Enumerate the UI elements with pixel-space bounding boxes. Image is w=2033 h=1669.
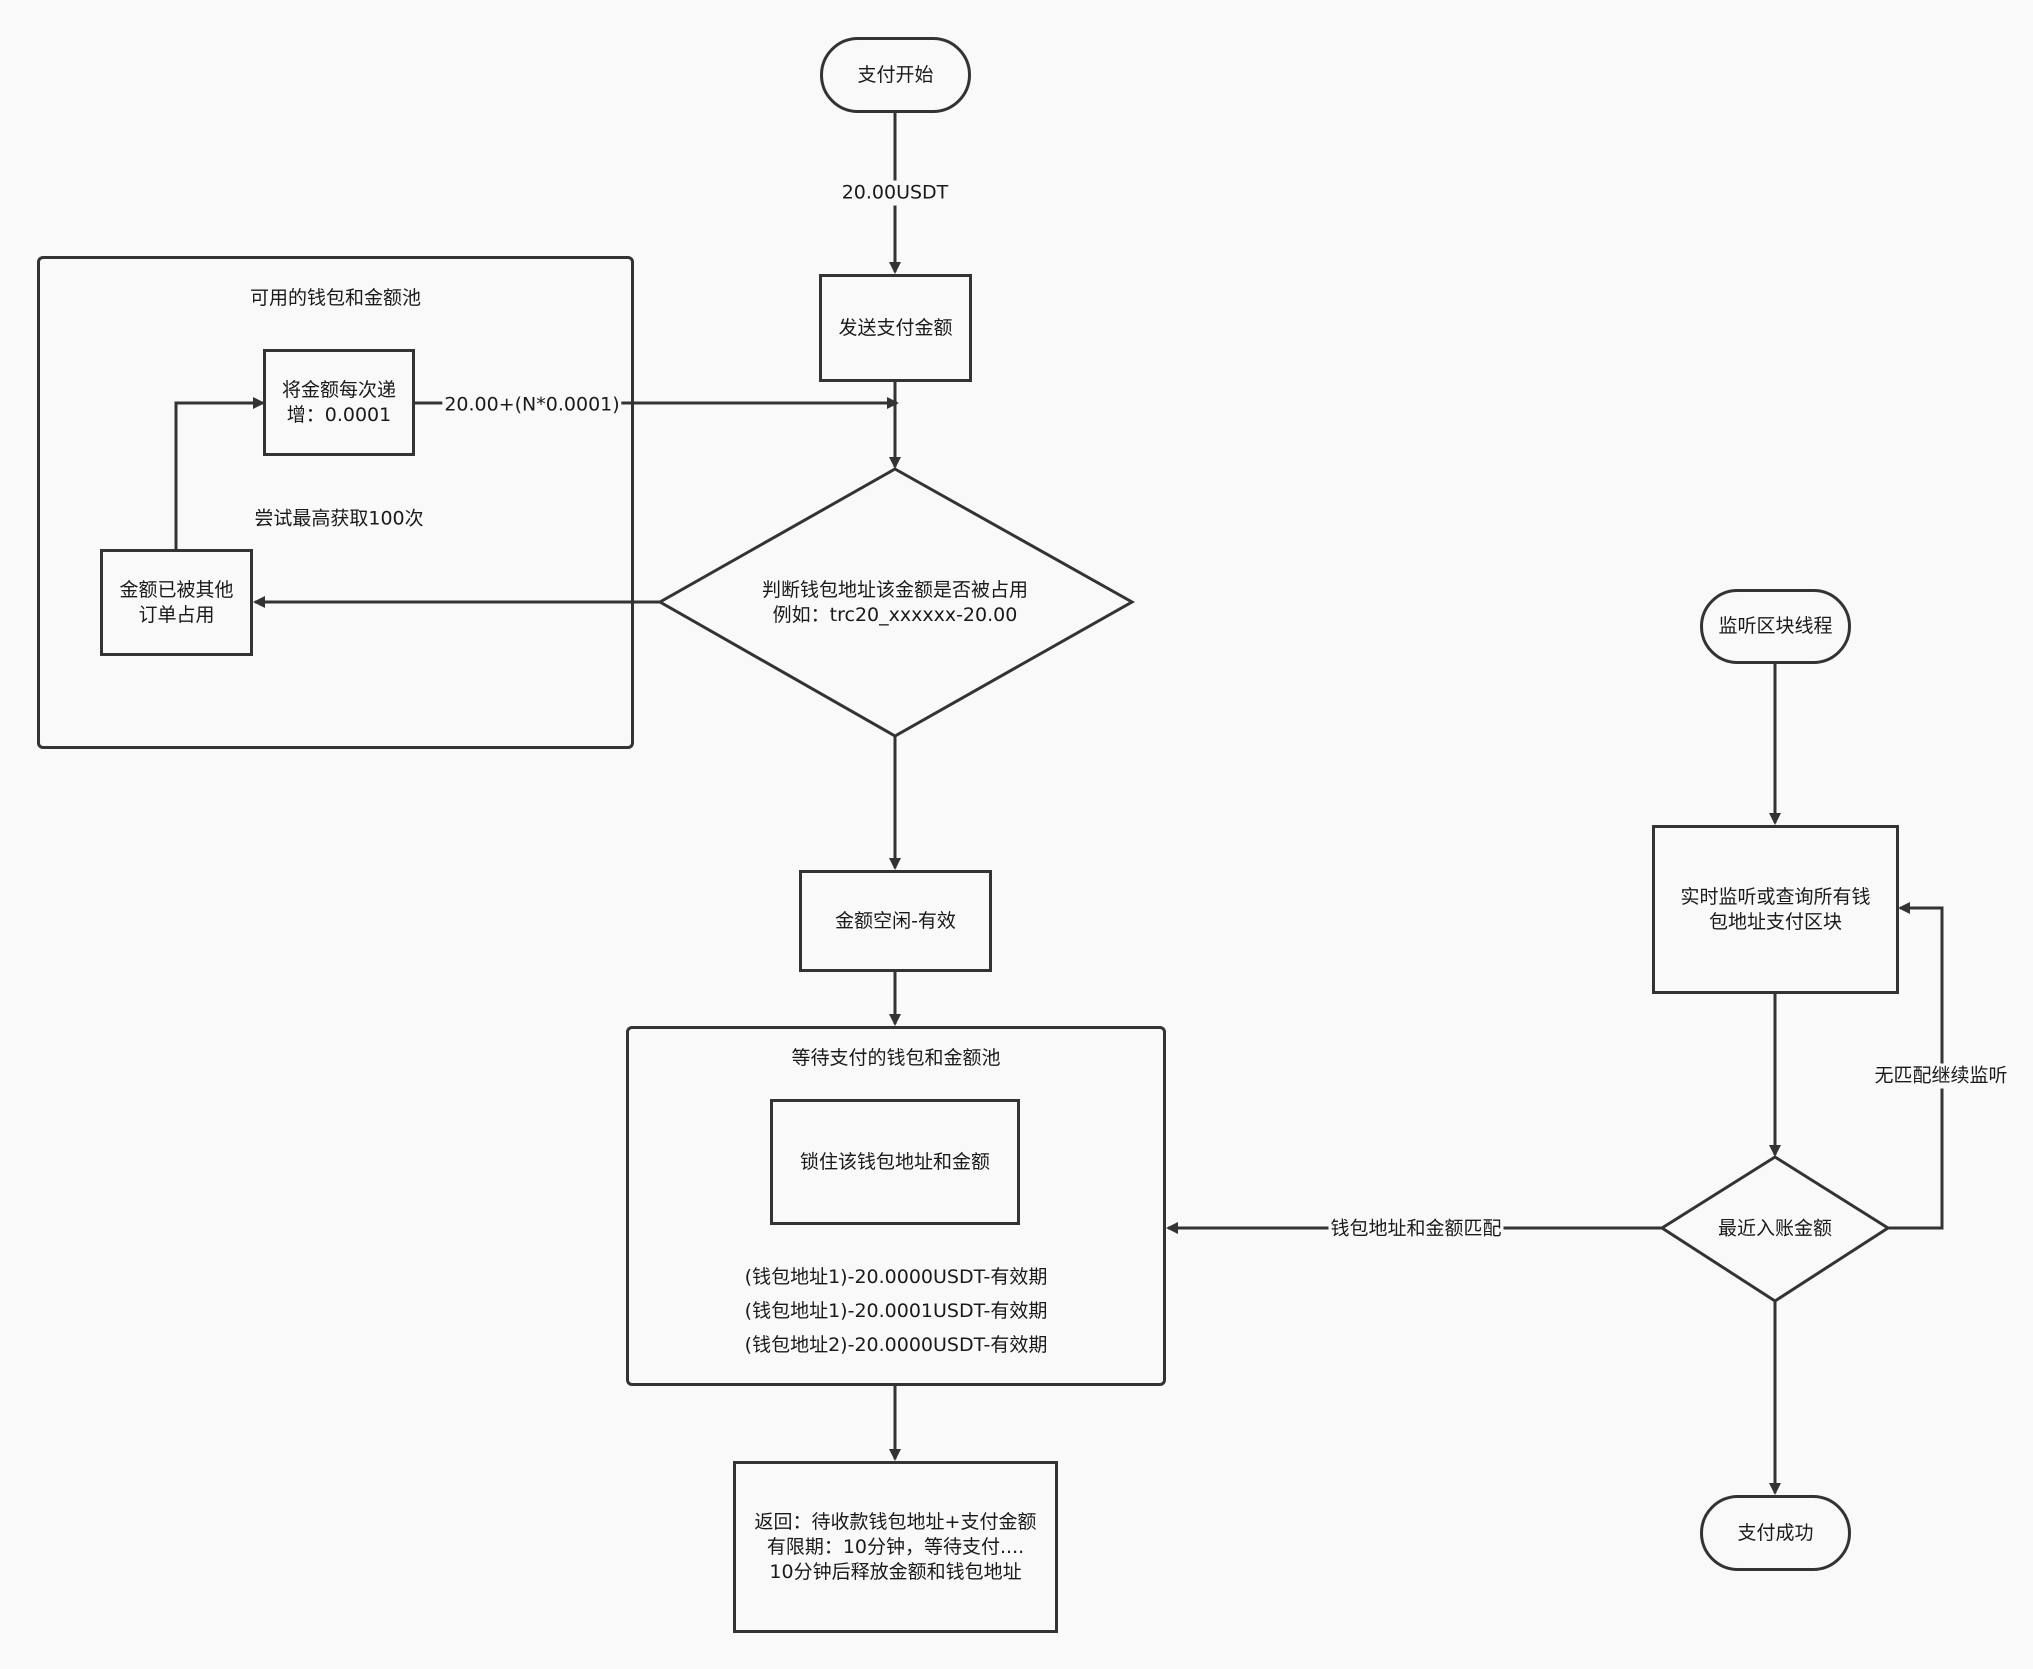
edge-label-match: 钱包地址和金额匹配 (1328, 1216, 1504, 1242)
occupied-node: 金额已被其他 订单占用 (100, 549, 253, 656)
judge-node-text: 判断钱包地址该金额是否被占用 例如：trc20_xxxxxx-20.00 (761, 579, 1029, 626)
free-valid-node: 金额空闲-有效 (799, 870, 992, 972)
edge-label-amount: 20.00USDT (839, 180, 951, 206)
lock-node: 锁住该钱包地址和金额 (770, 1099, 1020, 1225)
edge-label-max-retry: 尝试最高获取100次 (254, 507, 424, 530)
waiting-pool-item-2: (钱包地址1)-20.0001USDT-有效期 (744, 1300, 1048, 1322)
waiting-pool-title: 等待支付的钱包和金额池 (791, 1047, 1001, 1069)
judge-diamond-shape (656, 467, 1136, 738)
increment-node: 将金额每次递 增：0.0001 (263, 349, 415, 456)
edge-label-formula: 20.00+(N*0.0001) (442, 392, 622, 418)
realtime-monitor-node: 实时监听或查询所有钱 包地址支付区块 (1652, 825, 1899, 994)
waiting-pool-container: 等待支付的钱包和金额池 (钱包地址1)-20.0000USDT-有效期 (钱包地… (626, 1026, 1166, 1386)
recent-amount-node-text: 最近入账金额 (1717, 1217, 1833, 1240)
waiting-pool-item-3: (钱包地址2)-20.0000USDT-有效期 (744, 1334, 1048, 1356)
edge-label-no-match: 无匹配继续监听 (1872, 1063, 2010, 1089)
available-pool-container: 可用的钱包和金额池 (37, 256, 634, 749)
start-node: 支付开始 (820, 37, 971, 113)
waiting-pool-item-1: (钱包地址1)-20.0000USDT-有效期 (744, 1266, 1048, 1288)
recent-diamond-shape (1659, 1155, 1891, 1303)
listen-thread-node: 监听区块线程 (1700, 589, 1851, 664)
edge-occupied-to-increment (174, 397, 265, 549)
available-pool-title: 可用的钱包和金额池 (249, 287, 421, 309)
pay-success-node: 支付成功 (1700, 1495, 1851, 1571)
return-info-node: 返回：待收款钱包地址+支付金额 有限期：10分钟，等待支付.... 10分钟后释… (733, 1461, 1058, 1633)
send-amount-node: 发送支付金额 (819, 274, 972, 382)
